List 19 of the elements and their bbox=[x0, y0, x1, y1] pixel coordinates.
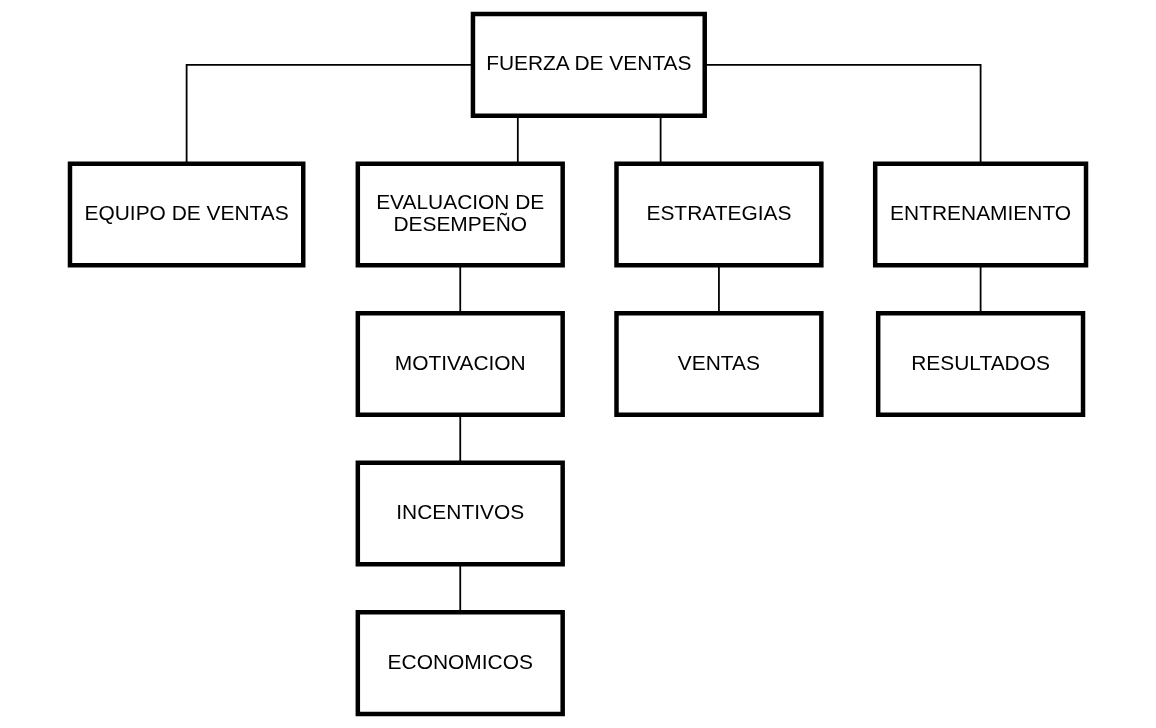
node-box: EVALUACION DE DESEMPEÑO bbox=[355, 161, 565, 268]
connector bbox=[703, 64, 982, 165]
node-box: MOTIVACION bbox=[355, 310, 565, 418]
connector bbox=[659, 115, 662, 165]
node-box: ENTRENAMIENTO bbox=[872, 161, 1089, 268]
node-box: EQUIPO DE VENTAS bbox=[67, 161, 306, 268]
connector bbox=[459, 563, 462, 613]
connector bbox=[459, 414, 462, 464]
node-box: INCENTIVOS bbox=[355, 460, 565, 567]
node-box: ECONOMICOS bbox=[355, 609, 565, 717]
node-box: FUERZA DE VENTAS bbox=[470, 11, 707, 119]
connector bbox=[459, 264, 462, 314]
connector bbox=[185, 64, 474, 165]
connector bbox=[516, 115, 519, 165]
node-box: ESTRATEGIAS bbox=[614, 161, 824, 268]
connector bbox=[979, 264, 982, 314]
connector bbox=[718, 264, 720, 314]
node-box: VENTAS bbox=[614, 310, 824, 418]
node-box: RESULTADOS bbox=[875, 310, 1086, 418]
